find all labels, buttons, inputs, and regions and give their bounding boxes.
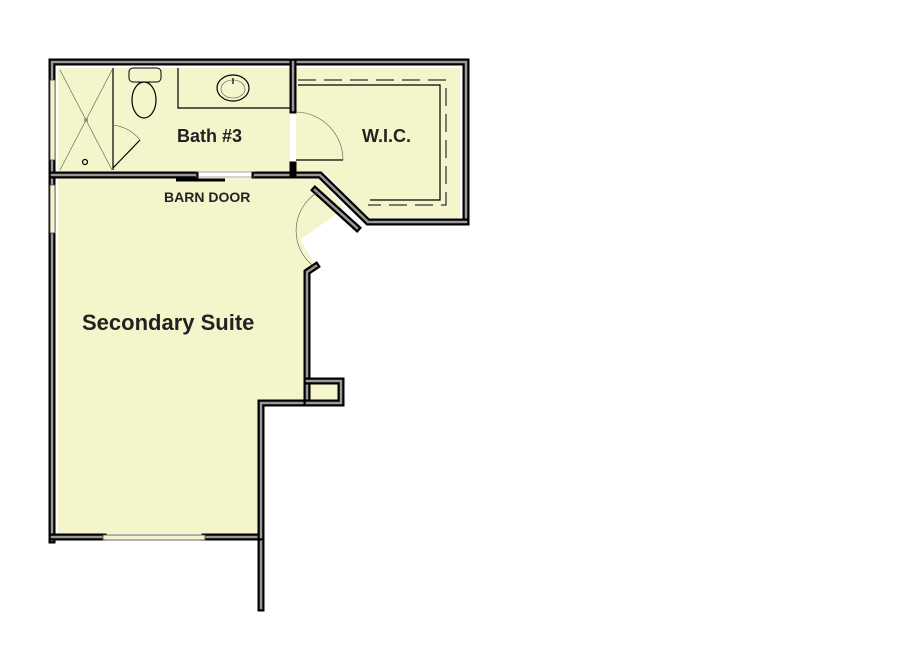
walls (48, 58, 470, 612)
wic-shelves (295, 79, 447, 206)
suite-label: Secondary Suite (82, 310, 255, 335)
barn-door (176, 171, 255, 182)
bath-fill (58, 68, 290, 172)
toilet (128, 67, 162, 119)
closet-niche-fill (310, 384, 338, 402)
suite-door (295, 191, 319, 269)
bath-label: Bath #3 (177, 126, 243, 146)
shower (59, 68, 141, 171)
suite-fill (58, 178, 345, 534)
barn-door-label: BARN DOOR (164, 189, 251, 205)
wic-fill (296, 68, 460, 218)
windows (49, 79, 206, 541)
wic-label: W.I.C. (362, 126, 411, 146)
vanity (177, 68, 290, 109)
